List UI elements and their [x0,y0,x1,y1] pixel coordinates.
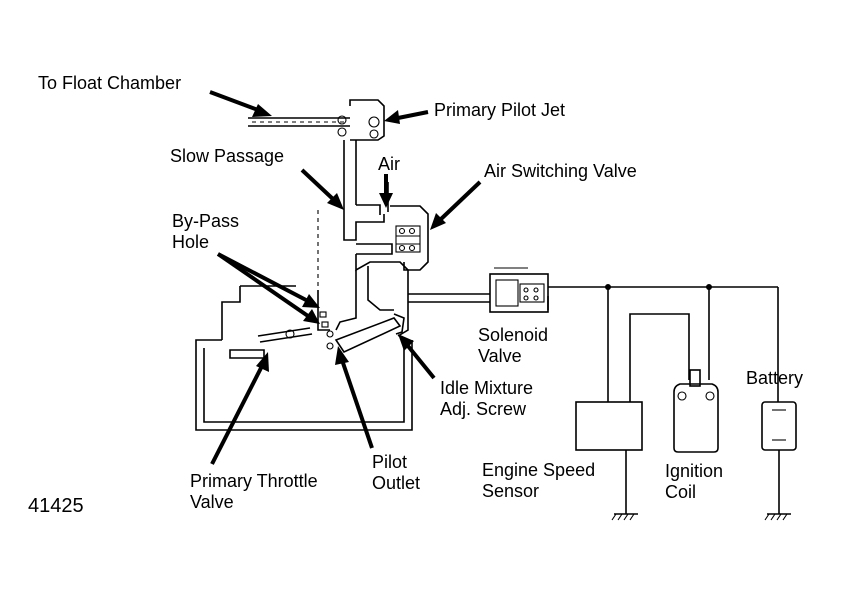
label-pilot-outlet-line2: Outlet [372,473,421,493]
label-primary-throttle-line2: Valve [190,492,234,512]
idle-mixture-screw [326,313,405,354]
label-by-pass-hole-line2: Hole [172,232,210,252]
label-ignition-coil-line2: Coil [665,482,697,502]
label-battery: Battery [746,368,804,388]
label-slow-passage: Slow Passage [170,146,285,166]
label-pilot-outlet-line1: Pilot [372,452,408,472]
label-primary-pilot-jet: Primary Pilot Jet [434,100,566,120]
label-engine-speed-line2: Sensor [482,481,540,501]
figure-number: 41425 [28,495,84,517]
air-switching-valve-body [356,205,429,271]
ignition-coil-body [673,369,719,453]
engine-speed-sensor-box [575,401,643,521]
label-air: Air [378,154,400,174]
label-solenoid-valve-line1: Solenoid [478,325,549,345]
label-solenoid-valve-line2: Valve [478,346,522,366]
throttle-valve-shaft [257,327,313,343]
wiring [547,284,779,402]
label-engine-speed-line1: Engine Speed [482,460,596,480]
label-idle-mixture-line2: Adj. Screw [440,399,527,419]
label-air-switching-valve: Air Switching Valve [484,161,637,181]
float-chamber-line [248,117,350,127]
carburetor-body [195,254,490,431]
label-ignition-coil-line1: Ignition [665,461,724,481]
battery-body [761,401,797,521]
label-by-pass-hole-line1: By-Pass [172,211,240,231]
label-primary-throttle-line1: Primary Throttle [190,471,318,491]
label-idle-mixture-line1: Idle Mixture [440,378,534,398]
by-pass-holes [319,311,329,328]
solenoid-valve-body [489,267,549,313]
leader-arrows [209,90,482,465]
label-to-float-chamber: To Float Chamber [38,73,182,93]
pilot-jet-body [337,99,385,141]
